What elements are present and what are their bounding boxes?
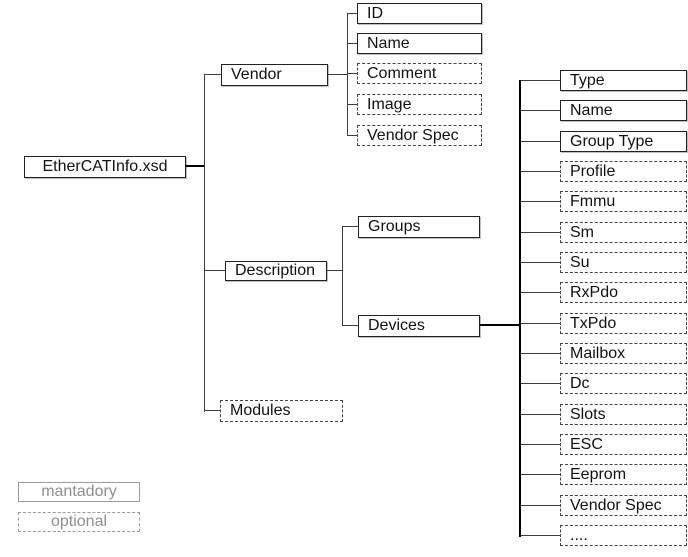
node-device-rxpdo: RxPdo — [560, 282, 687, 303]
node-vendor-image: Image — [357, 94, 482, 115]
node-modules: Modules — [220, 400, 343, 422]
connector-fmmu-stub — [521, 201, 560, 202]
connector-rxpdo-stub — [521, 292, 560, 293]
node-devices: Devices — [358, 315, 480, 337]
connector-profile-stub — [521, 171, 560, 172]
connector-vendor-stub — [205, 74, 221, 75]
node-device-grouptype: Group Type — [560, 131, 687, 152]
connector-comment-stub — [348, 73, 357, 74]
node-device-name: Name — [560, 100, 687, 121]
connector-groups-stub — [343, 226, 358, 227]
node-ethercatinfo-root: EtherCATInfo.xsd — [24, 156, 186, 178]
node-device-vendorspec: Vendor Spec — [560, 495, 687, 516]
connector-sm-stub — [521, 232, 560, 233]
node-device-dc: Dc — [560, 373, 687, 394]
node-vendor-vendorspec: Vendor Spec — [357, 125, 482, 146]
connector-vendor-right — [328, 74, 347, 75]
node-device-fmmu: Fmmu — [560, 191, 687, 212]
node-device-su: Su — [560, 252, 687, 273]
connector-modules-stub — [205, 410, 220, 411]
connector-mailbox-stub — [521, 353, 560, 354]
connector-devices-trunk — [519, 80, 521, 537]
connector-devname-stub — [521, 110, 560, 111]
connector-vendorspec-stub — [348, 135, 357, 136]
connector-type-stub — [521, 80, 560, 81]
connector-eeprom-stub — [521, 474, 560, 475]
node-device-ellipsis: .... — [560, 525, 687, 546]
node-vendor: Vendor — [221, 64, 328, 86]
connector-su-stub — [521, 262, 560, 263]
node-vendor-id: ID — [357, 3, 482, 24]
connector-devvendorspec-stub — [521, 505, 560, 506]
connector-description-trunk — [342, 226, 343, 326]
node-vendor-comment: Comment — [357, 63, 482, 84]
connector-grouptype-stub — [521, 141, 560, 142]
connector-ellipsis-stub — [521, 535, 560, 536]
connector-slots-stub — [521, 414, 560, 415]
connector-id-stub — [348, 13, 357, 14]
connector-root-trunk — [204, 74, 205, 412]
connector-esc-stub — [521, 444, 560, 445]
connector-root-stub — [185, 165, 205, 167]
legend-optional: optional — [18, 512, 140, 532]
connector-vendor-trunk — [347, 13, 348, 136]
connector-dc-stub — [521, 383, 560, 384]
connector-devices-right — [480, 324, 520, 326]
connector-txpdo-stub — [521, 323, 560, 324]
connector-description-right — [327, 270, 342, 271]
node-device-profile: Profile — [560, 161, 687, 182]
node-device-txpdo: TxPdo — [560, 313, 687, 334]
legend-mandatory: mantadory — [18, 482, 140, 502]
connector-description-stub — [205, 270, 225, 271]
node-vendor-name: Name — [357, 33, 482, 54]
node-device-slots: Slots — [560, 404, 687, 425]
connector-devices-stub — [343, 325, 358, 326]
node-description: Description — [225, 261, 327, 281]
connector-name-stub — [348, 43, 357, 44]
node-device-type: Type — [560, 70, 687, 91]
node-device-esc: ESC — [560, 434, 687, 455]
node-device-eeprom: Eeprom — [560, 464, 687, 485]
node-device-sm: Sm — [560, 222, 687, 243]
connector-image-stub — [348, 104, 357, 105]
node-device-mailbox: Mailbox — [560, 343, 687, 364]
node-groups: Groups — [358, 216, 480, 238]
